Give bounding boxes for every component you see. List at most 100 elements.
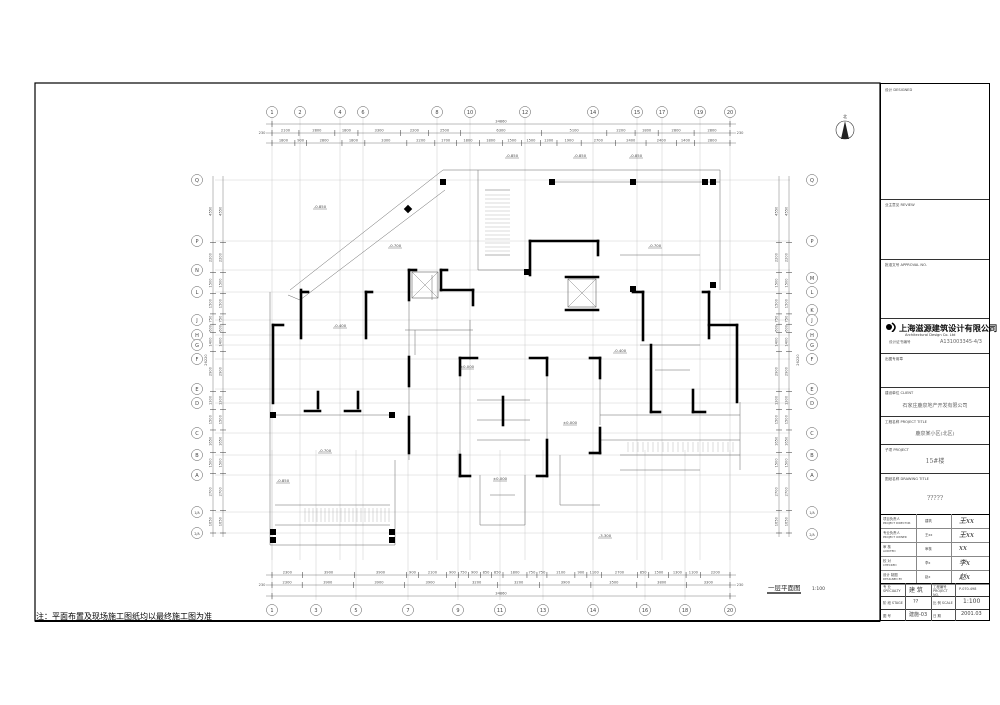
- axis-label: 11: [497, 608, 503, 614]
- axis-label: J: [810, 318, 812, 324]
- axis-bubble: 17: [656, 106, 668, 118]
- dimension-text: 1500: [219, 298, 223, 308]
- level-text: -0.850: [277, 478, 290, 483]
- company-logo-icon: [886, 322, 896, 332]
- axis-label: 1: [270, 608, 273, 614]
- edge-dimension-text: 230: [259, 131, 267, 135]
- dimension-text: 2700: [219, 487, 223, 497]
- axis-bubble: Q: [806, 174, 818, 186]
- stage-value: ??: [913, 599, 919, 605]
- axis-bubble: K: [806, 304, 818, 316]
- dimension-text: 1400: [219, 337, 223, 347]
- signature: xx: [959, 544, 967, 552]
- level-mark: ±0.000: [563, 420, 578, 426]
- axis-bubble: 11: [494, 604, 506, 616]
- role-label: 专业负责人: [883, 531, 900, 535]
- axis-bubble: J: [191, 314, 203, 326]
- dimension-text: 1650: [775, 436, 779, 446]
- signature: 王xx: [959, 517, 974, 525]
- dimension-text: 900: [297, 139, 305, 143]
- axis-label: Q: [195, 178, 199, 184]
- role-value: 赵x: [925, 575, 931, 579]
- role-sub: AUDITED: [883, 549, 896, 553]
- dimension-text: 3900: [324, 571, 334, 575]
- dimension-text: 3200: [514, 581, 524, 585]
- axis-label: N: [195, 268, 199, 274]
- column: [270, 537, 276, 543]
- date-value: 2001.03: [961, 611, 982, 617]
- axis-bubble: 14: [587, 106, 599, 118]
- dimension-text: 1800: [642, 129, 652, 133]
- dimension-text: 1400: [209, 337, 213, 347]
- level-marks: -0.850-0.700-0.850-0.850-0.850-0.700-0.4…: [276, 153, 662, 539]
- axis-bubble: 3: [310, 604, 322, 616]
- total-dimension-text: 26220: [796, 354, 800, 366]
- dimension-text: 1650: [785, 436, 789, 446]
- role-value: 审核: [925, 547, 932, 551]
- dimension-text: 2100: [281, 129, 291, 133]
- level-mark: -0.400: [613, 348, 627, 354]
- dimension-text: 1500: [775, 278, 779, 288]
- column: [403, 204, 413, 214]
- axis-bubble: 2/A: [191, 527, 203, 539]
- axis-bubble: D: [191, 397, 203, 409]
- axis-bubble: B: [806, 449, 818, 461]
- role-label: 项目负责人: [883, 517, 900, 521]
- dimension-text: 750: [209, 315, 213, 323]
- level-mark: -0.850: [313, 204, 327, 210]
- elevator-icon: [567, 278, 597, 308]
- axis-label: 4: [338, 110, 341, 116]
- axis-label: 7: [406, 608, 409, 614]
- axis-label: 3: [314, 608, 317, 614]
- axis-bubble: B: [191, 449, 203, 461]
- dimension-text: 1300: [673, 571, 683, 575]
- axis-label: 14: [590, 110, 596, 116]
- axis-label: 8: [435, 110, 438, 116]
- north-label: 北: [843, 113, 847, 119]
- dimension-text: 2900: [775, 366, 779, 376]
- dimension-text: 34860: [495, 120, 507, 124]
- room-line: [287, 294, 301, 301]
- axis-label: 9: [456, 608, 459, 614]
- axis-label: 10: [467, 110, 473, 116]
- axis-label: D: [195, 401, 199, 407]
- dimension-text: 900: [471, 571, 479, 575]
- axis-grid: [215, 118, 790, 600]
- level-text: -0.850: [314, 204, 327, 209]
- room-line: [289, 169, 444, 291]
- dimension-text: 2400: [626, 139, 636, 143]
- dimension-text: 2700: [594, 139, 604, 143]
- dimension-text: 2200: [616, 129, 626, 133]
- project-no: P-070-498: [959, 587, 977, 591]
- axis-label: M: [810, 276, 814, 282]
- dimension-text: 3900: [376, 571, 386, 575]
- role-sub: DESIGNED BY: [883, 577, 903, 581]
- dimension-text: 900: [409, 571, 417, 575]
- level-mark: -0.700: [388, 243, 402, 249]
- dimension-text: 3300: [381, 139, 391, 143]
- axis-bubble: 1: [266, 106, 278, 118]
- role-value: 建筑: [925, 519, 932, 523]
- axis-bubble: 12: [519, 106, 531, 118]
- axis-label: L: [811, 290, 814, 296]
- dimension-text: 2300: [283, 581, 293, 585]
- company-name: 上海滋源建筑设计有限公司: [899, 323, 998, 333]
- axis-bubble: C: [806, 427, 818, 439]
- level-text: -0.700: [649, 243, 662, 248]
- axis-label: H: [810, 333, 814, 339]
- edge-dimension-text: 230: [259, 583, 267, 587]
- column: [710, 282, 716, 288]
- level-mark: -0.850: [505, 153, 519, 159]
- role-label: 设计 制图: [883, 573, 898, 577]
- dimension-text: 2700: [785, 487, 789, 497]
- dimension-text: 4550: [775, 206, 779, 216]
- drawing-name: ?????: [926, 495, 944, 502]
- dimension-text: 4550: [209, 206, 213, 216]
- dimension-text: 2700: [615, 571, 625, 575]
- cert-number: A131003345-4/3: [940, 339, 982, 345]
- axis-label: A: [195, 473, 199, 479]
- column: [389, 529, 395, 535]
- dimension-text: 1650: [209, 436, 213, 446]
- axis-label: 6: [361, 110, 364, 116]
- dimension-text: 1500: [775, 414, 779, 424]
